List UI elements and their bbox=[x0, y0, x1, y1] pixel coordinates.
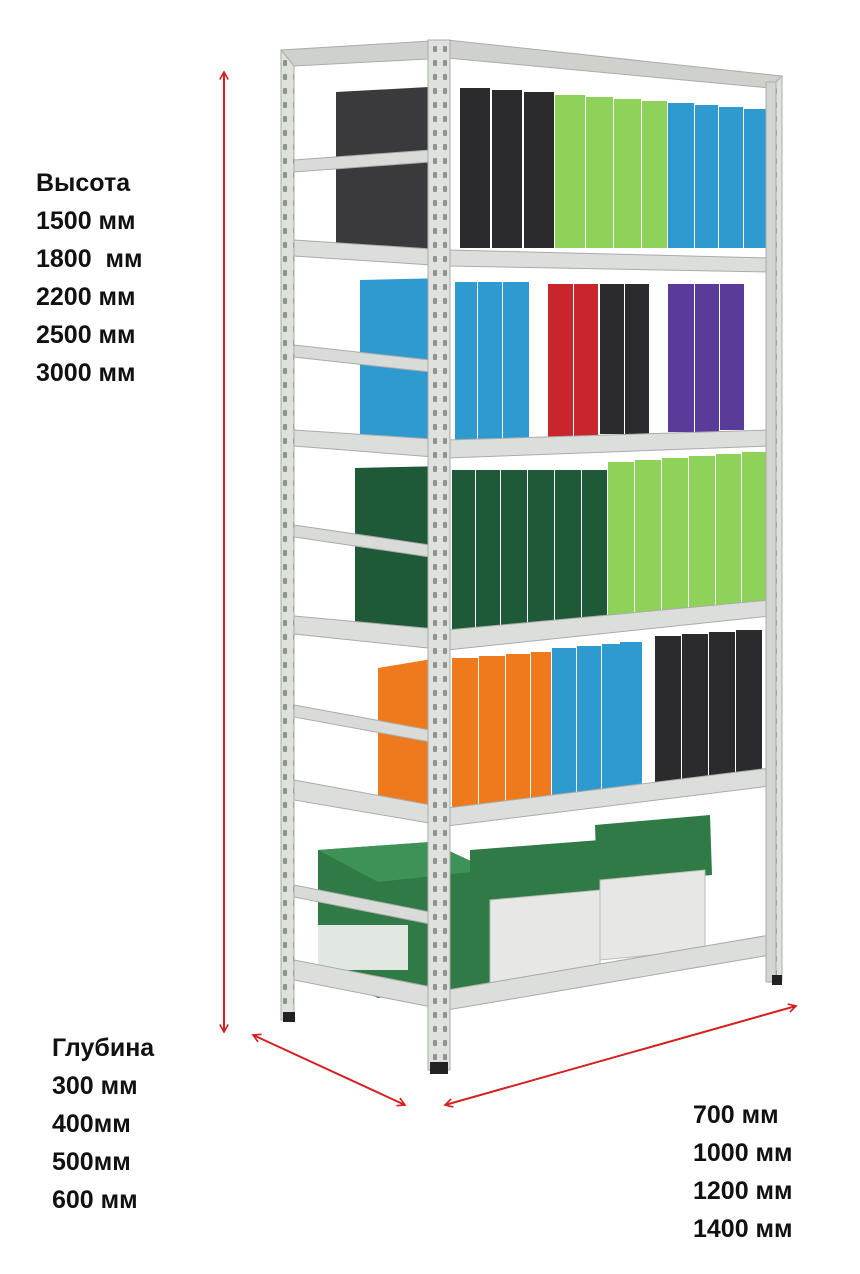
depth-option: 500мм bbox=[52, 1148, 131, 1176]
front-left-post bbox=[427, 39, 451, 1071]
width-option: 1000 мм bbox=[693, 1139, 793, 1167]
top-frame bbox=[279, 39, 784, 89]
foot-right bbox=[772, 975, 782, 985]
width-options: 700 мм 1000 мм 1200 мм 1400 мм bbox=[693, 1096, 793, 1248]
back-left-post bbox=[280, 49, 295, 1021]
front-right-post bbox=[765, 81, 777, 983]
depth-title: Глубина bbox=[52, 1034, 155, 1062]
height-option: 2200 мм bbox=[36, 283, 136, 311]
height-option: 2500 мм bbox=[36, 321, 136, 349]
depth-option: 300 мм bbox=[52, 1072, 138, 1100]
depth-options: Глубина 300 мм 400мм 500мм 600 мм bbox=[52, 1029, 154, 1219]
width-option: 1400 мм bbox=[693, 1215, 793, 1243]
depth-arrow bbox=[253, 1035, 405, 1105]
height-title: Высота bbox=[36, 169, 131, 197]
shelf-3-binders bbox=[355, 452, 767, 632]
shelf-4-binders bbox=[378, 630, 762, 814]
foot-front-left bbox=[430, 1062, 448, 1074]
height-option: 3000 мм bbox=[36, 359, 136, 387]
width-option: 1200 мм bbox=[693, 1177, 793, 1205]
height-option: 1500 мм bbox=[36, 207, 136, 235]
width-arrow bbox=[445, 1006, 796, 1105]
shelves bbox=[293, 239, 771, 1011]
side-rails bbox=[293, 149, 431, 925]
depth-option: 400мм bbox=[52, 1110, 131, 1138]
depth-option: 600 мм bbox=[52, 1186, 138, 1214]
shelf-1-binders bbox=[336, 86, 768, 250]
foot-back-left bbox=[283, 1012, 295, 1022]
width-option: 700 мм bbox=[693, 1101, 779, 1129]
height-options: Высота 1500 мм 1800 мм 2200 мм 2500 мм 3… bbox=[36, 164, 143, 392]
height-option: 1800 мм bbox=[36, 245, 143, 273]
